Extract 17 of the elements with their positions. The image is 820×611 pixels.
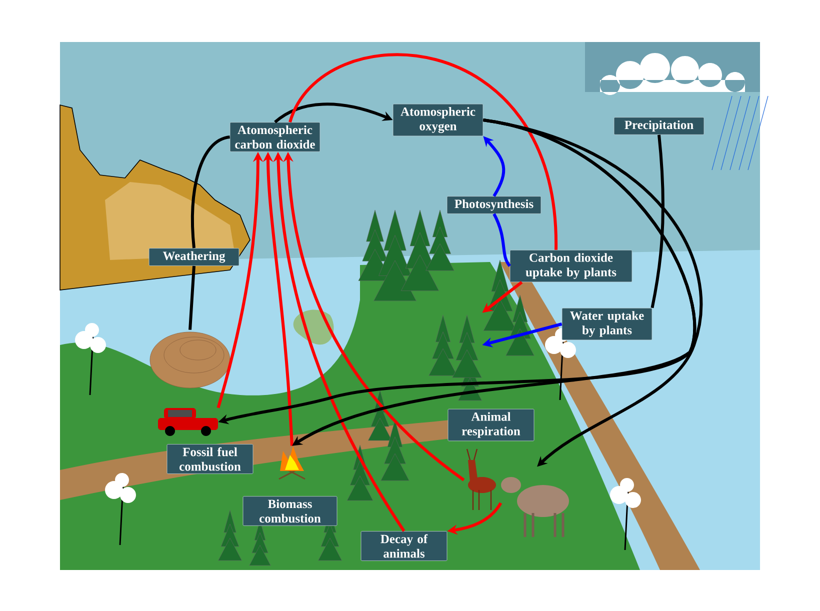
- label-box: Atomospheric oxygen: [392, 104, 484, 136]
- label-box: Weathering: [148, 248, 240, 266]
- label-box: Photosynthesis: [446, 196, 542, 214]
- label-box: Carbon dioxide uptake by plants: [510, 250, 632, 282]
- label-box: Biomass combustion: [242, 496, 338, 526]
- fire-drawing: [278, 446, 306, 480]
- cow-drawing: [501, 477, 569, 538]
- rock-mound-drawing: [150, 332, 230, 388]
- tree-drawing: [428, 314, 482, 378]
- deer-drawing: [466, 448, 496, 511]
- label-box: Decay of animals: [360, 531, 448, 561]
- label-box: Precipitation: [614, 117, 704, 135]
- label-box: Animal respiration: [448, 408, 534, 442]
- label-box: Fossil fuel combustion: [166, 444, 254, 474]
- label-box: Atomospheric carbon dioxide: [230, 122, 320, 152]
- car-drawing: [158, 408, 218, 436]
- label-box: Water uptake by plants: [562, 308, 652, 340]
